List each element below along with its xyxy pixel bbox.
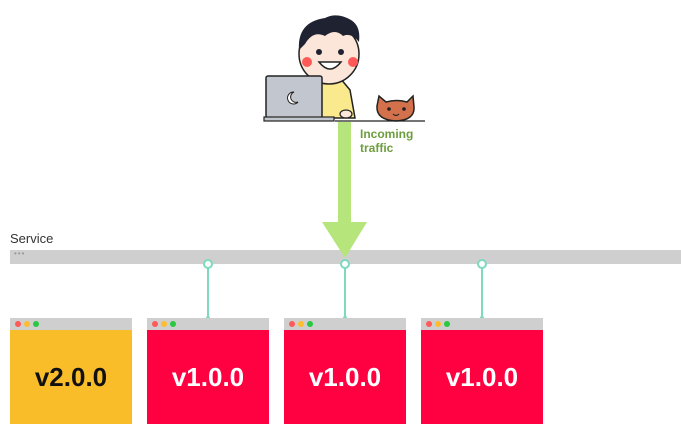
minimize-dot-icon bbox=[298, 321, 304, 327]
cat-left-eye bbox=[387, 107, 391, 111]
developer-illustration bbox=[263, 15, 425, 122]
pod-titlebar bbox=[10, 318, 132, 330]
service-label: Service bbox=[10, 231, 54, 246]
maximize-dot-icon bbox=[170, 321, 176, 327]
incoming-traffic-label-2: traffic bbox=[360, 141, 394, 155]
connector-node bbox=[340, 259, 350, 269]
cat-mouth bbox=[392, 113, 400, 117]
laptop-base bbox=[263, 116, 335, 122]
pod-version-label: v1.0.0 bbox=[284, 330, 406, 424]
pod-version-label: v1.0.0 bbox=[421, 330, 543, 424]
minimize-dot-icon bbox=[24, 321, 30, 327]
close-dot-icon bbox=[289, 321, 295, 327]
pod-new-version: v2.0.0 bbox=[10, 318, 132, 424]
left-cheek bbox=[302, 57, 312, 67]
close-dot-icon bbox=[152, 321, 158, 327]
maximize-dot-icon bbox=[33, 321, 39, 327]
service-handle-icon: ••• bbox=[14, 249, 26, 258]
pod-version-label: v1.0.0 bbox=[147, 330, 269, 424]
traffic-arrow-head bbox=[322, 222, 367, 258]
cat-head bbox=[376, 94, 415, 122]
incoming-traffic-label: Incoming bbox=[360, 127, 414, 141]
pod-titlebar bbox=[284, 318, 406, 330]
connector-node bbox=[477, 259, 487, 269]
right-eye bbox=[338, 49, 344, 55]
minimize-dot-icon bbox=[435, 321, 441, 327]
close-dot-icon bbox=[426, 321, 432, 327]
smile bbox=[317, 61, 343, 70]
laptop-logo bbox=[287, 91, 299, 105]
pod-titlebar bbox=[421, 318, 543, 330]
pod-version-label: v2.0.0 bbox=[10, 330, 132, 424]
pod-old-version: v1.0.0 bbox=[421, 318, 543, 424]
maximize-dot-icon bbox=[444, 321, 450, 327]
developer-hair bbox=[298, 15, 360, 50]
pod-old-version: v1.0.0 bbox=[147, 318, 269, 424]
left-eye bbox=[316, 49, 322, 55]
pod-titlebar bbox=[147, 318, 269, 330]
traffic-arrow-shaft bbox=[338, 122, 351, 222]
maximize-dot-icon bbox=[307, 321, 313, 327]
minimize-dot-icon bbox=[161, 321, 167, 327]
right-cheek bbox=[348, 57, 358, 67]
cat-right-eye bbox=[402, 107, 406, 111]
connector-node bbox=[203, 259, 213, 269]
close-dot-icon bbox=[15, 321, 21, 327]
pod-old-version: v1.0.0 bbox=[284, 318, 406, 424]
developer-hand bbox=[339, 109, 353, 119]
